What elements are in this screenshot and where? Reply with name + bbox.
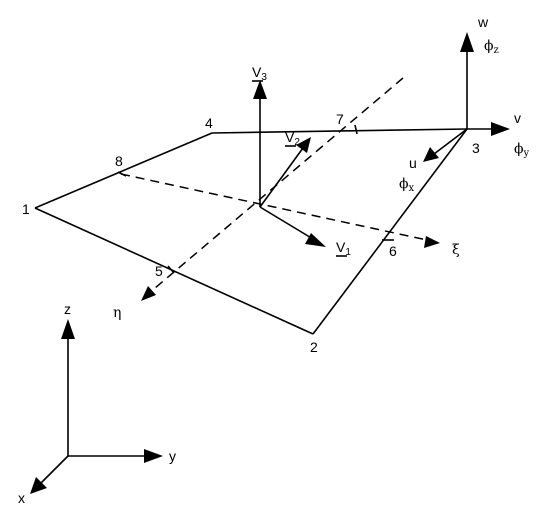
eta-label: η xyxy=(113,305,121,321)
node-label-3: 3 xyxy=(472,140,480,156)
v1-arrowhead xyxy=(305,233,326,247)
w-label: w xyxy=(477,14,489,30)
v2-vector-line xyxy=(259,147,304,208)
edge-2-1 xyxy=(34,207,314,335)
node-label-4: 4 xyxy=(205,115,213,131)
v1-vector-line xyxy=(259,206,314,240)
v2-arrowhead xyxy=(296,137,311,153)
x-axis-line xyxy=(40,455,69,484)
node-label-8: 8 xyxy=(115,153,123,169)
edge-1-4 xyxy=(34,132,213,209)
phi-y-label: ϕy xyxy=(514,141,530,159)
node-label-5: 5 xyxy=(155,263,163,279)
xi-arrowhead xyxy=(424,236,440,248)
x-axis-arrowhead xyxy=(30,477,47,494)
v-dof-label: v xyxy=(514,110,521,126)
z-axis-arrowhead xyxy=(61,319,75,339)
phi-x-label: ϕx xyxy=(399,176,415,194)
element-outline xyxy=(34,128,468,335)
node-label-1: 1 xyxy=(22,201,30,217)
u-label: u xyxy=(409,155,417,171)
node-label-6: 6 xyxy=(389,243,397,259)
global-axes xyxy=(30,319,163,494)
tick-5 xyxy=(167,265,175,274)
midside-ticks xyxy=(117,124,394,274)
node3-dof-arrows xyxy=(423,32,510,162)
w-arrowhead xyxy=(460,32,474,52)
eta-arrowhead xyxy=(141,286,156,301)
node-label-7: 7 xyxy=(336,111,344,127)
z-axis-label: z xyxy=(64,301,71,317)
u-arrow-line xyxy=(433,128,468,155)
y-axis-arrowhead xyxy=(144,449,163,463)
local-vector-labels: V3 V2 V1 xyxy=(252,64,351,258)
xi-dashed-line xyxy=(120,173,428,241)
node3-dof-labels: w ϕz v ϕy u ϕx xyxy=(399,14,530,194)
tick-7 xyxy=(354,124,358,135)
x-axis-label: x xyxy=(18,490,25,506)
phi-z-label: ϕz xyxy=(484,38,499,56)
v-arrowhead xyxy=(491,122,510,136)
node-label-2: 2 xyxy=(310,339,318,355)
u-arrowhead xyxy=(423,147,439,162)
v3-label: V3 xyxy=(252,64,267,83)
node-labels: 1 2 3 4 5 6 7 8 xyxy=(22,111,480,355)
xi-label: ξ xyxy=(452,242,460,258)
local-vectors xyxy=(253,80,326,247)
v1-label: V1 xyxy=(336,239,351,258)
y-axis-label: y xyxy=(169,448,176,464)
v2-label: V2 xyxy=(285,129,300,148)
v3-arrowhead xyxy=(253,80,267,99)
